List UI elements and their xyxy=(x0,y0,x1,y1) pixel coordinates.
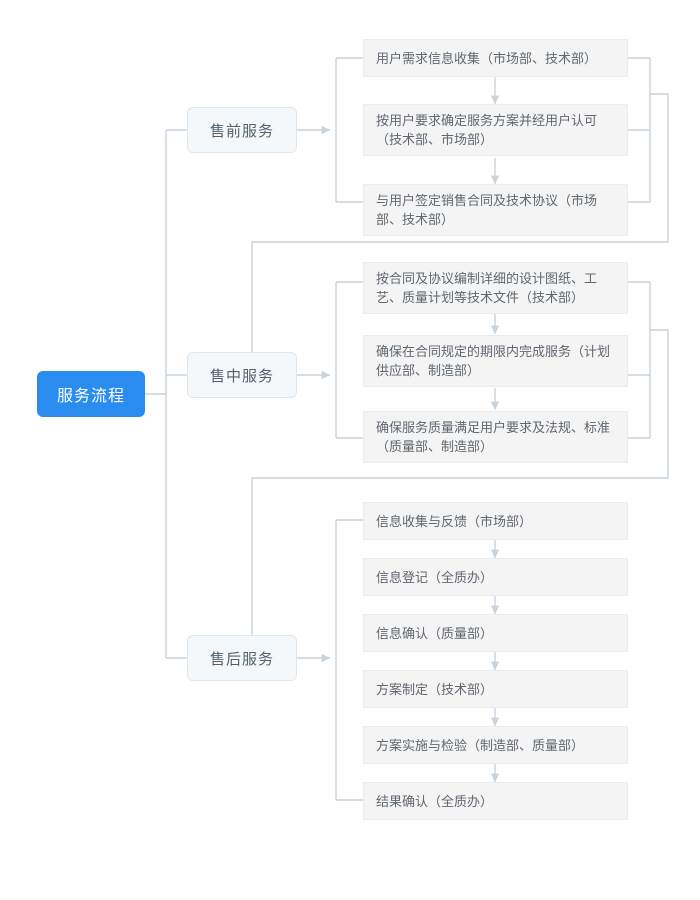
step-box[interactable]: 确保在合同规定的期限内完成服务（计划供应部、制造部） xyxy=(363,335,628,387)
step-label: 用户需求信息收集（市场部、技术部） xyxy=(376,50,598,66)
step-box[interactable]: 信息登记（全质办） xyxy=(363,558,628,596)
step-box[interactable]: 确保服务质量满足用户要求及法规、标准（质量部、制造部） xyxy=(363,411,628,463)
root-node-label: 服务流程 xyxy=(56,388,125,405)
step-label: 确保在合同规定的期限内完成服务（计划供应部、制造部） xyxy=(376,344,611,378)
phase-node-label: 售后服务 xyxy=(209,650,274,668)
phase-node-pre-sales[interactable]: 售前服务 xyxy=(187,107,297,153)
phase-node-in-sales[interactable]: 售中服务 xyxy=(187,352,297,398)
step-box[interactable]: 与用户签定销售合同及技术协议（市场部、技术部） xyxy=(363,184,628,236)
step-box[interactable]: 信息确认（质量部） xyxy=(363,614,628,652)
edge-g1-return-a xyxy=(628,281,651,376)
step-box[interactable]: 信息收集与反馈（市场部） xyxy=(363,502,628,540)
step-label: 按合同及协议编制详细的设计图纸、工艺、质量计划等技术文件（技术部） xyxy=(376,271,598,305)
step-label: 方案制定（技术部） xyxy=(376,681,494,697)
step-label: 信息确认（质量部） xyxy=(376,625,494,641)
step-box[interactable]: 方案制定（技术部） xyxy=(363,670,628,708)
phase-node-label: 售中服务 xyxy=(209,367,274,385)
edge-g0-return-a xyxy=(628,57,651,131)
step-label: 结果确认（全质办） xyxy=(376,793,494,809)
phase-node-after-sales[interactable]: 售后服务 xyxy=(187,635,297,681)
step-label: 方案实施与检验（制造部、质量部） xyxy=(376,737,585,753)
step-label: 信息收集与反馈（市场部） xyxy=(376,513,533,529)
step-box[interactable]: 结果确认（全质办） xyxy=(363,782,628,820)
edge-g1-return-b xyxy=(628,375,651,439)
step-label: 按用户要求确定服务方案并经用户认可（技术部、市场部） xyxy=(376,113,598,147)
phase-node-label: 售前服务 xyxy=(209,122,274,140)
step-label: 确保服务质量满足用户要求及法规、标准（质量部、制造部） xyxy=(376,420,611,454)
edge-g0-return-b xyxy=(628,130,651,203)
step-box[interactable]: 方案实施与检验（制造部、质量部） xyxy=(363,726,628,764)
step-label: 与用户签定销售合同及技术协议（市场部、技术部） xyxy=(376,193,598,227)
step-label: 信息登记（全质办） xyxy=(376,569,494,585)
step-box[interactable]: 按用户要求确定服务方案并经用户认可（技术部、市场部） xyxy=(363,104,628,156)
step-box[interactable]: 用户需求信息收集（市场部、技术部） xyxy=(363,39,628,77)
step-box[interactable]: 按合同及协议编制详细的设计图纸、工艺、质量计划等技术文件（技术部） xyxy=(363,262,628,314)
root-node[interactable]: 服务流程 xyxy=(37,371,145,417)
